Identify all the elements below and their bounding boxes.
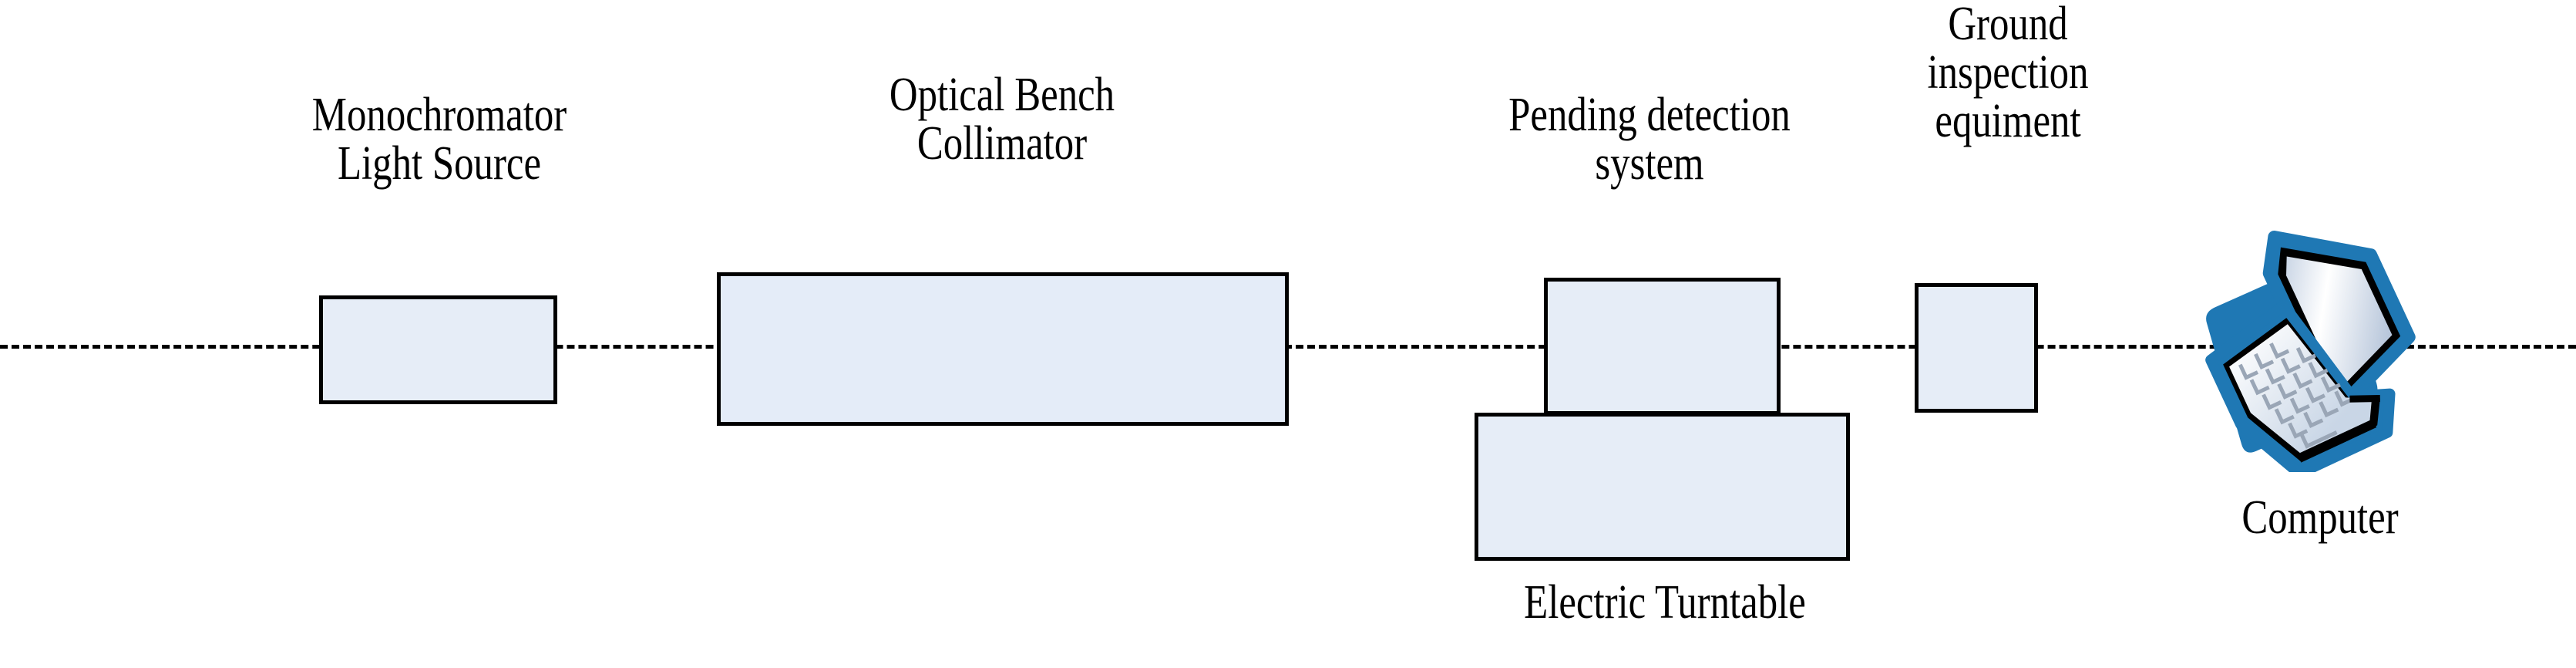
block-optical-bench-collimator [717,272,1289,426]
label-ground-inspection-equiment: Ground inspection equiment [1927,0,2089,148]
block-pending-detection-system [1544,278,1781,415]
label-pending-detection-system: Pending detection system [1508,89,1791,191]
label-electric-turntable: Electric Turntable [1524,576,1806,629]
label-optical-bench-collimator: Optical Bench Collimator [889,69,1115,170]
laptop-keyboard-deck [2229,324,2373,454]
laptop-hinge [2349,395,2380,403]
block-ground-inspection-equiment [1915,283,2038,413]
laptop-front-lip [2298,421,2377,463]
laptop-screen [2286,256,2393,382]
label-monochromator-light-source: Monochromator Light Source [311,89,567,191]
laptop-keys [2238,342,2355,449]
block-electric-turntable [1475,413,1850,561]
laptop-icon [2172,218,2450,472]
block-monochromator-light-source [319,295,557,404]
label-computer: Computer [2241,491,2399,544]
